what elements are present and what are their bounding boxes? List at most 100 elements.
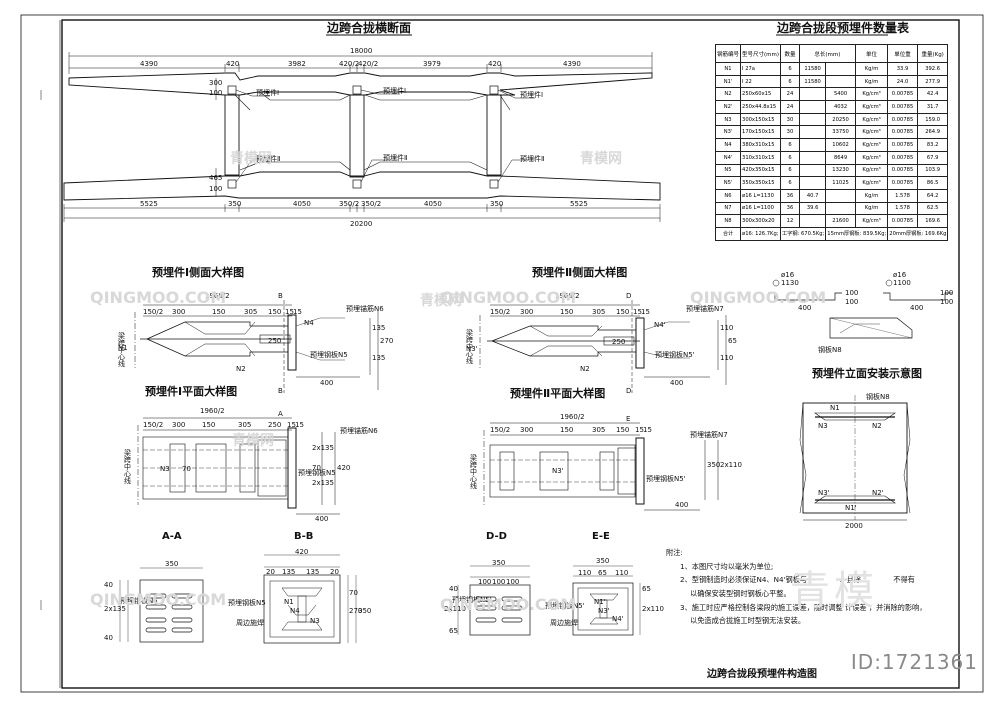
elev-l0: 钢板N8: [866, 393, 890, 401]
table-cell: 20250: [825, 112, 856, 127]
table-cell: 300x300x20: [740, 214, 782, 228]
ee-d3: 110: [615, 569, 629, 577]
table-cell: N1: [714, 62, 742, 76]
s2-3: 305: [592, 308, 606, 316]
elev-l4: N2': [872, 489, 884, 497]
rb1-d1: 100: [845, 289, 859, 297]
rb1-label: ø16: [781, 271, 795, 279]
watermark-cn-4: 青模网: [580, 151, 622, 167]
s1-3: 305: [244, 308, 258, 316]
table-cell: 103.9: [916, 163, 949, 178]
bb-d5: 70: [349, 589, 358, 597]
s2-4: 250: [612, 338, 626, 346]
table-cell: 380x310x15: [740, 138, 782, 152]
p1-v0: 2x135: [312, 444, 334, 452]
callout-5: 预埋件Ⅱ: [383, 154, 408, 162]
table-cell: 392.6: [916, 62, 949, 76]
p1-n5: 预埋钢板N5: [298, 469, 336, 477]
plate-n8-label: 钢板N8: [818, 346, 842, 354]
elev-l5: N1': [845, 504, 857, 512]
table-cell: 11025: [825, 176, 856, 190]
s2-400: 400: [670, 379, 684, 387]
callout-4: 预埋件Ⅱ: [256, 155, 281, 163]
table-cell: N6: [714, 188, 742, 203]
s1-5: 150: [268, 308, 282, 316]
elev-l3: N3': [818, 489, 830, 497]
rb1-d0: 400: [798, 304, 812, 312]
section-ee: [572, 565, 641, 636]
bb-d3: 135: [306, 568, 320, 576]
s1-n1: N1: [118, 344, 128, 352]
note-2: 2、型钢制造时必须保证N4、N4'钢板与 、且除 不得有: [680, 573, 950, 587]
ee-l1: N1': [594, 598, 606, 606]
table-cell: 30: [780, 125, 800, 140]
dd-d5: 2x110: [444, 605, 466, 613]
table-cell: I 22: [740, 74, 782, 89]
bb-l2: N4: [290, 607, 300, 615]
elev-l1: N1: [830, 404, 840, 412]
s2-1: 300: [520, 308, 534, 316]
bb-d4: 20: [330, 568, 339, 576]
table-cell: N3: [714, 112, 742, 127]
table-cell: 420x350x15: [740, 163, 782, 178]
title-dd: D-D: [486, 531, 507, 542]
dim-bot-5: 4050: [424, 200, 442, 208]
total-label: 合计: [714, 226, 742, 241]
table-cell: 10602: [825, 138, 856, 152]
note-3a: 3、施工时应严格控制各梁段的施工误差，随时调整: [680, 602, 843, 612]
aa-w: 350: [165, 560, 179, 568]
side-detail-2: [479, 300, 727, 393]
p2-3: 305: [592, 426, 606, 434]
s1-n5: 预埋钢板N5: [310, 351, 348, 359]
rb2-d1: 100: [940, 289, 954, 297]
s1-v1: 270: [380, 337, 394, 345]
p1-beam: 梁跨中心线: [124, 449, 131, 485]
dim-total-top: 18000: [350, 47, 373, 55]
callout-6: 预埋件Ⅱ: [520, 155, 545, 163]
table-cell: 24: [780, 100, 800, 114]
table-cell: Kg/cm³: [854, 100, 889, 114]
s1-beam: 梁跨中心线: [118, 332, 125, 368]
dim-top-3: 420/2: [339, 60, 360, 68]
s1-v0: 135: [372, 324, 386, 332]
p2-v2: 2x110: [720, 461, 742, 469]
callout-1: 预埋件Ⅰ: [256, 89, 280, 97]
note-1: 1、本图尺寸均以毫米为单位;: [680, 561, 774, 571]
ee-l3: N4': [612, 615, 624, 623]
dim-top-6: 420: [488, 60, 502, 68]
rebar-sketches: [768, 279, 952, 339]
table-cell: 169.6: [916, 214, 949, 228]
table-cell: [798, 138, 827, 152]
aa-d2: 2x135: [104, 605, 126, 613]
s2-beam: 梁跨中心线: [466, 329, 473, 365]
th-len: 总长(mm): [798, 44, 856, 63]
rb2-label: ø16: [893, 271, 907, 279]
table-cell: Kg/cm³: [854, 176, 889, 190]
s1-n4: N4: [304, 319, 314, 327]
side-detail-1: [134, 300, 379, 393]
table-cell: N8: [714, 214, 742, 228]
s1-0: 150/2: [143, 308, 164, 316]
table-cell: [798, 163, 827, 178]
plan-detail-1: [137, 417, 340, 515]
table-cell: 1.578: [887, 188, 918, 203]
drawing-title: 边跨合拢段预埋件构造图: [707, 669, 817, 680]
rb1-len: 1130: [781, 279, 799, 287]
note-2d: 以确保安装型钢时钢板心平整。: [690, 589, 791, 599]
table-cell: 250x60x15: [740, 87, 782, 102]
table-cell: 310x310x15: [740, 150, 782, 165]
table-cell: N2': [714, 100, 742, 114]
notes-block: 附注: 1、本图尺寸均以毫米为单位; 2、型钢制造时必须保证N4、N4'钢板与 …: [650, 546, 950, 628]
bb-d1: 20: [266, 568, 275, 576]
table-cell: 11580: [798, 74, 827, 89]
table-cell: 42.4: [916, 87, 949, 102]
s2-d2: D: [626, 387, 632, 395]
table-cell: [825, 188, 856, 203]
th-unit: 单位: [854, 44, 889, 63]
table-cell: 24.0: [887, 74, 918, 89]
elev-l6: N2: [872, 422, 882, 430]
bb-w: 420: [295, 548, 309, 556]
